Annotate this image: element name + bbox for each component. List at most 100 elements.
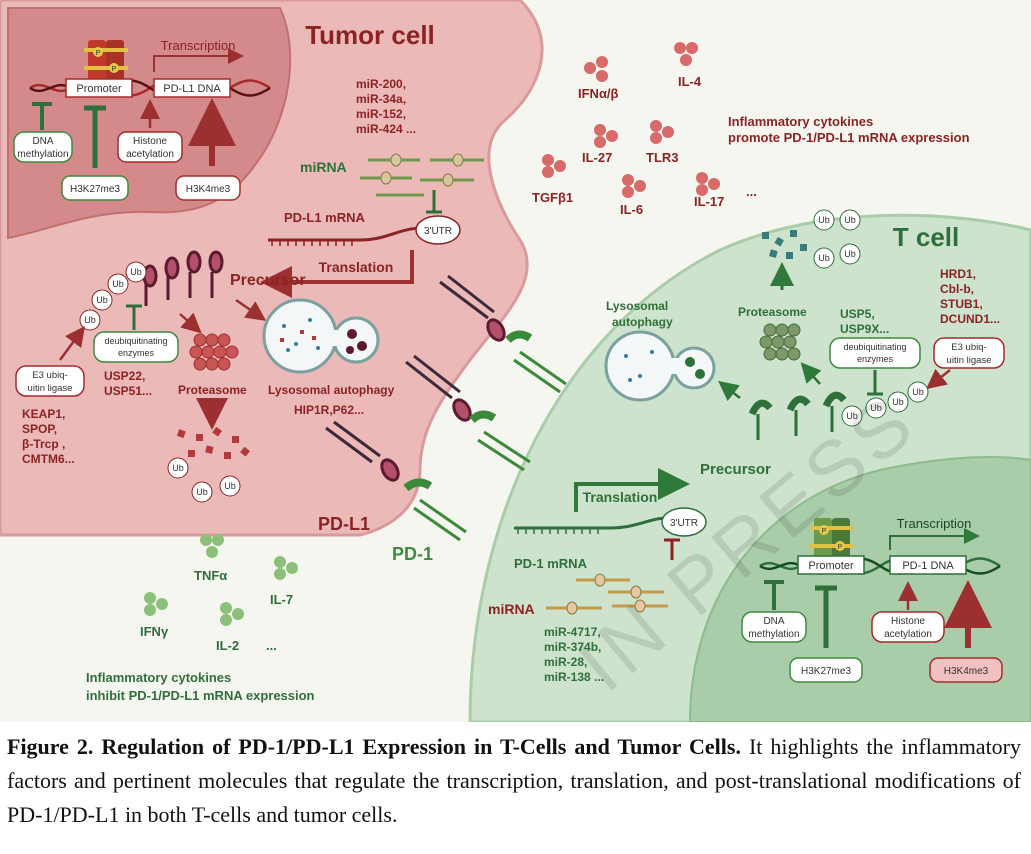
- tcell-mirna-list: miR-4717, miR-374b, miR-28, miR-138 ...: [544, 625, 604, 684]
- pdl1-pd1-pairs: [325, 274, 567, 542]
- tumor-promoter-box: [65, 78, 133, 98]
- svg-text:Ub: Ub: [130, 267, 142, 277]
- svg-text:Histone: Histone: [891, 616, 925, 627]
- tcell-mirna-label: miRNA: [488, 601, 535, 617]
- tcell-transcription-arrow: [889, 528, 980, 550]
- tcell-lysosome-icon: [604, 330, 716, 402]
- tumor-h3k27-box: [61, 175, 129, 201]
- t-cell-nucleus: [688, 456, 1031, 722]
- svg-text:IFNγ: IFNγ: [140, 624, 169, 639]
- tcell-lyso-label-2: autophagy: [612, 315, 673, 329]
- tcell-pd1-precursors: [748, 391, 847, 440]
- tumor-fragments-icon: [176, 426, 250, 459]
- svg-text:HRD1,: HRD1,: [940, 267, 976, 281]
- svg-text:KEAP1,: KEAP1,: [22, 407, 65, 421]
- tumor-ub-chain: Ub Ub Ub Ub: [79, 261, 147, 331]
- svg-text:TNFα: TNFα: [194, 568, 227, 583]
- tumor-proteasome-label: Proteasome: [178, 383, 247, 397]
- figure-caption: Figure 2. Regulation of PD-1/PD-L1 Expre…: [7, 730, 1021, 832]
- tumor-mirna-label: miRNA: [300, 159, 347, 175]
- svg-text:Ub: Ub: [844, 215, 856, 225]
- caption-heading: Figure 2. Regulation of PD-1/PD-L1 Expre…: [7, 734, 741, 759]
- svg-text:CMTM6...: CMTM6...: [22, 452, 75, 466]
- svg-text:USP22,: USP22,: [104, 369, 145, 383]
- tcell-e3-box: [933, 337, 1005, 369]
- svg-text:DNA: DNA: [32, 136, 53, 147]
- tumor-translation-arrow: [260, 250, 414, 298]
- svg-text:Ub: Ub: [870, 403, 882, 413]
- svg-text:IL-4: IL-4: [678, 74, 702, 89]
- tumor-utr-circle: [415, 215, 461, 245]
- svg-text:enzymes: enzymes: [857, 354, 894, 364]
- svg-text:miR-152,: miR-152,: [356, 107, 406, 121]
- bottom-cytokine-labels: TNFα IL-7 IFNγ IL-2 ...: [140, 568, 293, 653]
- svg-text:...: ...: [746, 184, 757, 199]
- tumor-cell-title: Tumor cell: [305, 20, 435, 50]
- svg-text:Ub: Ub: [818, 215, 830, 225]
- tumor-lysosome-label: Lysosomal autophagy: [268, 383, 395, 397]
- tumor-mirna-list: miR-200, miR-34a, miR-152, miR-424 ...: [356, 77, 416, 136]
- tcell-precursor-label: Precursor: [700, 461, 771, 478]
- svg-text:miR-200,: miR-200,: [356, 77, 406, 91]
- tcell-proteasome-label: Proteasome: [738, 305, 807, 319]
- svg-text:Ub: Ub: [846, 411, 858, 421]
- top-cytokine-labels: IFNα/β IL-4 IL-27 TLR3 TGFβ1 IL-6 IL-17 …: [532, 74, 757, 217]
- svg-text:PD-1 DNA: PD-1 DNA: [902, 560, 954, 572]
- top-cytokine-note-1: Inflammatory cytokines: [728, 114, 873, 129]
- svg-text:acetylation: acetylation: [884, 629, 932, 640]
- tcell-fragments-icon: [762, 230, 807, 259]
- svg-text:deubiquitinating: deubiquitinating: [843, 342, 906, 352]
- svg-text:Ub: Ub: [96, 295, 108, 305]
- svg-text:uitin ligase: uitin ligase: [947, 355, 992, 366]
- tumor-h3k4-box: [175, 175, 241, 201]
- tumor-mirna-strands: [360, 153, 484, 197]
- svg-text:miR-4717,: miR-4717,: [544, 625, 601, 639]
- t-cell-title: T cell: [893, 222, 959, 252]
- svg-text:Translation: Translation: [583, 489, 658, 505]
- tumor-pdl1-precursors: [142, 250, 224, 306]
- tcell-dna-methylation-box: [741, 611, 807, 643]
- svg-text:IL-6: IL-6: [620, 202, 643, 217]
- svg-text:DCUND1...: DCUND1...: [940, 312, 1000, 326]
- svg-text:IFNα/β: IFNα/β: [578, 86, 619, 101]
- svg-text:methylation: methylation: [17, 149, 68, 160]
- svg-text:miR-424 ...: miR-424 ...: [356, 122, 416, 136]
- svg-text:3'UTR: 3'UTR: [424, 226, 452, 237]
- svg-text:H3K27me3: H3K27me3: [801, 666, 851, 677]
- svg-text:Ub: Ub: [892, 397, 904, 407]
- tcell-mirna-strands: [546, 573, 668, 615]
- tcell-h3k27-box: [789, 657, 863, 683]
- svg-text:IL-2: IL-2: [216, 638, 239, 653]
- svg-text:miR-138 ...: miR-138 ...: [544, 670, 604, 684]
- svg-text:TLR3: TLR3: [646, 150, 679, 165]
- svg-text:acetylation: acetylation: [126, 149, 174, 160]
- tumor-histone: P P: [84, 40, 128, 82]
- tumor-transcription-label: Transcription: [161, 38, 236, 53]
- tcell-lyso-label-1: Lysosomal: [606, 299, 668, 313]
- tcell-e3-list: HRD1, Cbl-b, STUB1, DCUND1...: [940, 267, 1000, 326]
- svg-text:P: P: [838, 544, 843, 551]
- svg-text:HIP1R,P62...: HIP1R,P62...: [294, 403, 364, 417]
- svg-text:Ub: Ub: [84, 315, 96, 325]
- tumor-dna-methylation-box: [13, 131, 73, 163]
- tcell-gene-box: [889, 555, 967, 575]
- tcell-mrna-label: PD-1 mRNA: [514, 556, 588, 571]
- svg-text:Ub: Ub: [818, 253, 830, 263]
- tumor-transcription-arrow: [153, 48, 244, 72]
- svg-text:uitin ligase: uitin ligase: [28, 383, 73, 394]
- tcell-h3k4-box: [929, 657, 1003, 683]
- svg-text:miR-374b,: miR-374b,: [544, 640, 601, 654]
- svg-text:Ub: Ub: [172, 463, 184, 473]
- svg-text:...: ...: [266, 638, 277, 653]
- svg-text:STUB1,: STUB1,: [940, 297, 983, 311]
- svg-text:H3K27me3: H3K27me3: [70, 184, 120, 195]
- svg-text:Ub: Ub: [196, 487, 208, 497]
- svg-text:P: P: [822, 528, 827, 535]
- top-cytokine-dots: [542, 42, 720, 198]
- caption-body: It highlights the inflammatory factors a…: [7, 734, 1022, 827]
- tcell-proteasome-icon: [759, 323, 801, 361]
- svg-text:miR-34a,: miR-34a,: [356, 92, 406, 106]
- svg-text:IL-7: IL-7: [270, 592, 293, 607]
- svg-text:Ub: Ub: [844, 249, 856, 259]
- svg-text:E3 ubiq-: E3 ubiq-: [32, 370, 67, 381]
